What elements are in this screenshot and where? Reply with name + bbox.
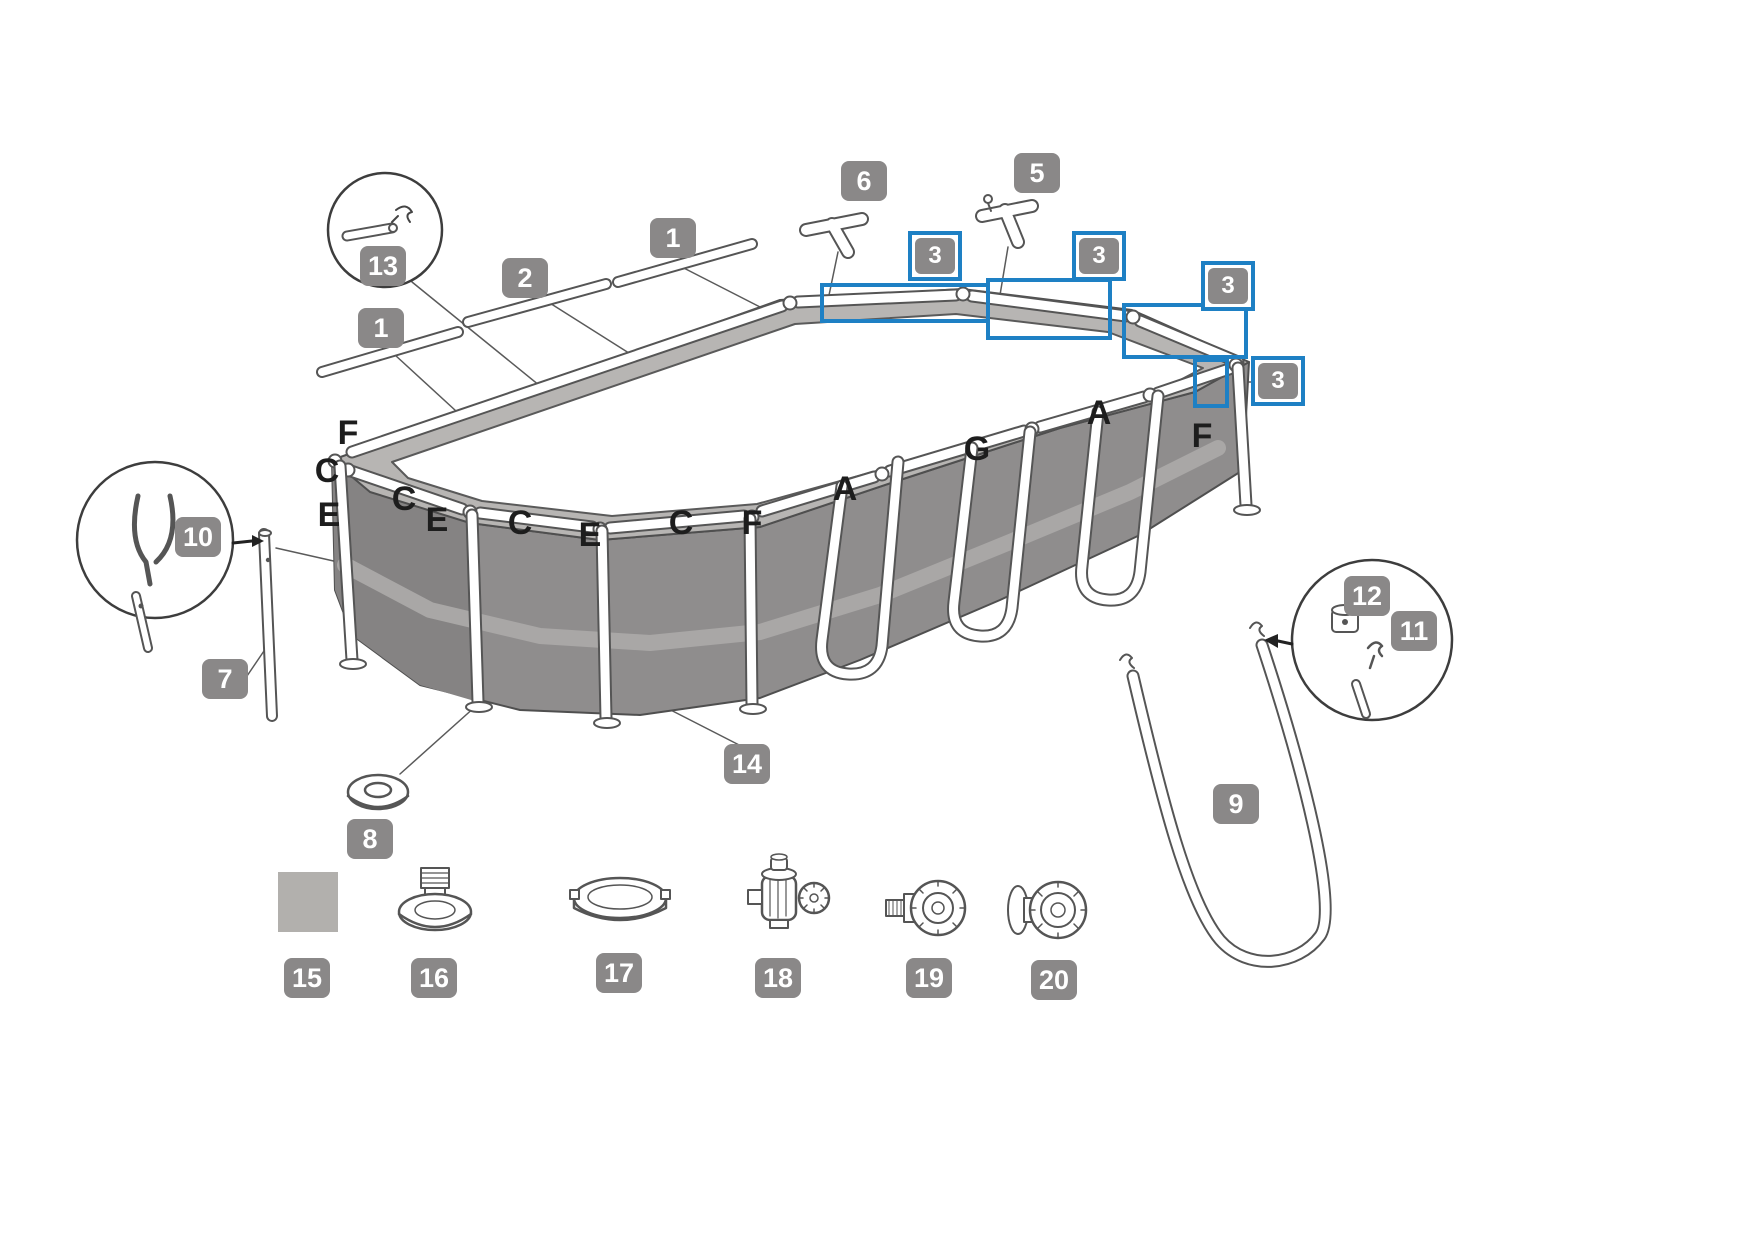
part-badge-9: 9 [1213,784,1259,824]
part-20-strainer [1007,880,1088,940]
part-badge-20: 20 [1031,960,1077,1000]
part-badge-8: 8 [347,819,393,859]
part-5-tee [975,194,1039,249]
connector-letter-a2: A [1086,394,1112,432]
part-badge-3d-number: 3 [1258,363,1298,399]
part-9-u-leg [1119,621,1332,968]
highlight-box-3b [986,278,1112,340]
highlight-box-3a [820,283,990,323]
part-badge-6: 6 [841,161,887,201]
part-16-drain-valve [397,867,473,932]
part-badge-17: 17 [596,953,642,993]
connector-letter-c3: C [507,504,533,542]
part-badge-12: 12 [1344,576,1390,616]
part-badge-15: 15 [284,958,330,998]
part-18-control-valve [747,853,831,929]
part-6-tee [799,212,869,259]
callout-10 [75,460,264,653]
callout-11-12 [1264,558,1454,722]
part-badge-16: 16 [411,958,457,998]
frame-legs [333,361,1253,725]
connector-letter-f3: F [1191,417,1213,455]
part-badge-3c-number: 3 [1208,268,1248,304]
connector-letter-a1: A [832,470,858,508]
part-badge-18: 18 [755,958,801,998]
connector-letter-c1: C [314,452,340,490]
part-badge-3a-number: 3 [915,238,955,274]
leader-lines [246,246,1254,775]
part-19-strainer [885,879,967,937]
connector-letter-c4: C [668,504,694,542]
loose-rails [316,238,758,378]
callout-13 [326,171,444,289]
connector-letter-f1: F [337,414,359,452]
part-badge-3d: 3 [1251,356,1305,406]
part-badge-1a: 1 [650,218,696,258]
part-7-leg [258,528,278,722]
part-badge-3c: 3 [1201,261,1255,311]
connector-letter-e2: E [425,501,449,539]
pool-wall-shade [332,460,478,702]
part-badge-2: 2 [502,258,548,298]
part-badge-10: 10 [175,517,221,557]
leg-feet [339,504,1261,729]
part-badge-5: 5 [1014,153,1060,193]
connector-letter-c2: C [391,480,417,518]
part-badge-14: 14 [724,744,770,784]
connector-letter-e1: E [317,496,341,534]
connector-letter-f2: F [741,504,763,542]
part-badge-19: 19 [906,958,952,998]
part-badge-3a: 3 [908,231,962,281]
connector-letter-e3: E [578,516,602,554]
part-badge-3b-number: 3 [1079,238,1119,274]
part-badge-3b: 3 [1072,231,1126,281]
part-badge-13: 13 [360,246,406,286]
rim-rails [341,288,1245,535]
u-supports [815,389,1165,681]
highlight-box-3c [1122,303,1248,359]
part-17-cap [569,876,671,922]
connector-letter-g: G [963,430,991,468]
part-8-base [346,773,410,811]
part-badge-11: 11 [1391,611,1437,651]
part-badge-7: 7 [202,659,248,699]
highlight-box-3d [1193,358,1229,408]
part-badge-1b: 1 [358,308,404,348]
part-15-patch [278,872,338,932]
